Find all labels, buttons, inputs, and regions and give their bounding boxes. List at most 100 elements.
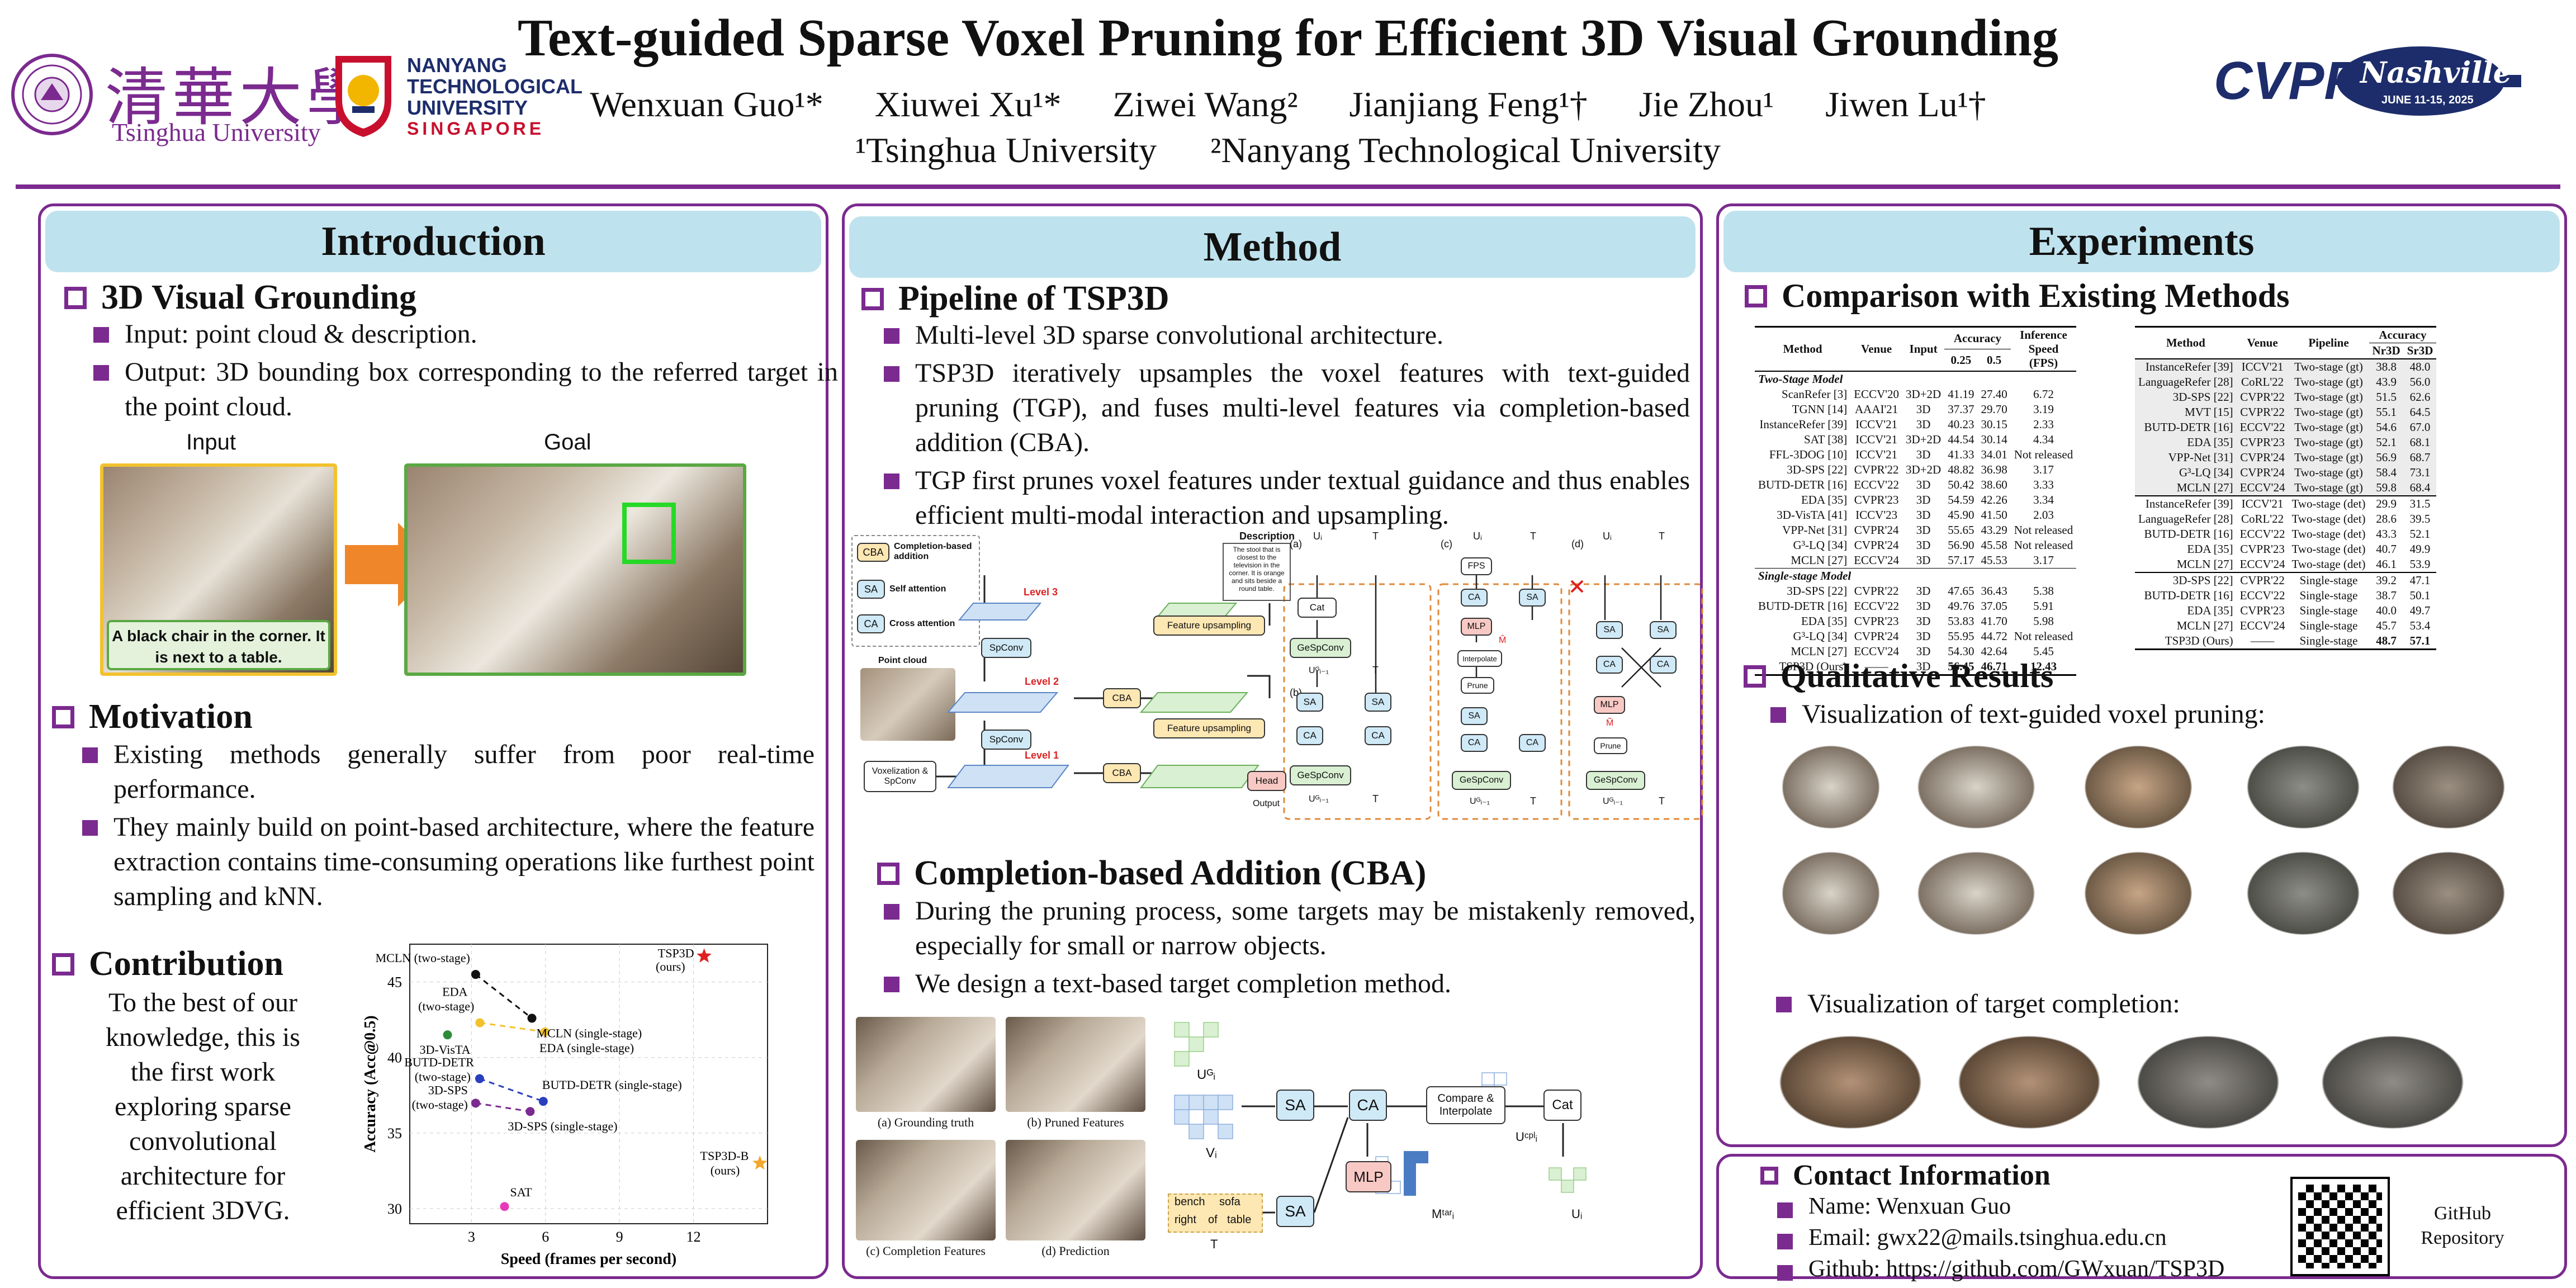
table-cell: FFL-3DOG [10] (1769, 448, 1848, 461)
table-cell: SAT [38] (1804, 433, 1848, 446)
sa-box: SA (1596, 621, 1623, 639)
cvpr-dates: JUNE 11-15, 2025 (2381, 94, 2474, 106)
comparison-heading: Comparison with Existing Methods (1745, 277, 2289, 315)
table-cell: G³-LQ [34] (2179, 466, 2233, 479)
spconv-box: SpConv (981, 638, 1031, 658)
header-rule (16, 184, 2560, 189)
point-label: BUTD-DETR (single-stage) (542, 1078, 682, 1092)
pruning-vis-image (1909, 846, 2043, 941)
table-cell: Not released (2014, 538, 2073, 552)
cvpr-city: Nashville (2360, 56, 2512, 90)
table-cell: 57.1 (2409, 634, 2431, 647)
table-cell: Single-stage (2299, 604, 2358, 617)
table-cell: 38.7 (2376, 589, 2397, 602)
table-cell: 43.29 (1981, 523, 2007, 537)
table-cell: 37.05 (1981, 599, 2007, 613)
table-cell: BUTD-DETR [16] (2144, 420, 2233, 434)
sa-box: SA (1365, 693, 1391, 712)
pruning-vis-image (2077, 740, 2200, 835)
interpolate-box: Interpolate (1457, 650, 1502, 667)
table-cell: 36.98 (1981, 463, 2007, 476)
head-box: Head (1247, 771, 1286, 791)
point-label: EDA (single-stage) (539, 1041, 634, 1055)
table-cell: 49.7 (2409, 604, 2431, 617)
t-label: T (1372, 531, 1379, 542)
experiments-panel: Experiments Comparison with Existing Met… (1716, 203, 2567, 1147)
qr-code-icon[interactable] (2290, 1177, 2390, 1276)
table-cell: MCLN [27] (2176, 619, 2233, 632)
table-cell: MVT [15] (2185, 405, 2233, 419)
uicpl-label: Uᶜᵖˡᵢ (1516, 1130, 1537, 1144)
table-cell: 3D-VisTA [41] (1777, 508, 1848, 522)
point-label: EDA (442, 985, 467, 999)
table-cell: 55.65 (1948, 523, 1974, 537)
table-cell: 56.0 (2409, 375, 2431, 389)
mlp-box: MLP (1594, 696, 1625, 714)
data-point (443, 1030, 452, 1040)
qual-bullet: Visualization of text-guided voxel pruni… (1766, 697, 2549, 732)
cba-bullets: During the pruning process, some targets… (879, 894, 1696, 1005)
table-cell: ECCV'22 (1854, 599, 1900, 613)
mtar-label: Mᵗᵃʳᵢ (1432, 1207, 1455, 1221)
point-label: TSP3D-B (700, 1149, 749, 1163)
token: table (1227, 1214, 1252, 1226)
table-cell: 4.34 (2033, 433, 2054, 446)
motivation-bullet: Existing methods generally suffer from p… (78, 737, 815, 807)
table-cell: VPP-Net [31] (1782, 523, 1848, 537)
table-cell: 3D+2D (1906, 463, 1942, 476)
contact-heading: Contact Information (1760, 1159, 2051, 1192)
token: right (1175, 1214, 1196, 1226)
legend-ca-text: Cross attention (889, 619, 955, 628)
y-axis-label: Accuracy (Acc@0.5) (362, 1015, 379, 1152)
level1-label: Level 1 (1025, 750, 1059, 761)
contact-email[interactable]: Email: gwx22@mails.tsinghua.edu.cn (1773, 1224, 2332, 1252)
table-cell: 45.90 (1948, 508, 1974, 522)
cvpr-logo: CVPR Nashville JUNE 11-15, 2025 (2214, 39, 2527, 123)
point-label: (ours) (656, 959, 685, 973)
x-tick-label: 6 (542, 1229, 549, 1245)
table-cell: 3D (1916, 493, 1931, 506)
table-cell: 3D (1916, 660, 1931, 673)
column-header: Venue (2236, 326, 2289, 359)
ui-label: Uᵢ (1603, 531, 1612, 542)
table-cell: Two-stage (det) (2291, 497, 2366, 510)
table-cell: 40.0 (2376, 604, 2397, 617)
point-label: (two-stage) (415, 1070, 471, 1084)
gespconv-box: GeSpConv (1452, 771, 1511, 790)
data-point (525, 1107, 535, 1116)
t-label: T (1530, 795, 1536, 807)
table-cell: Two-stage (gt) (2294, 390, 2363, 404)
text-tokens (1168, 1194, 1263, 1233)
description-box: The stool that is closest to the televis… (1223, 543, 1291, 601)
table-cell: Two-stage (det) (2291, 527, 2366, 541)
table-cell: 41.19 (1948, 387, 1974, 401)
table-cell: 58.4 (2376, 466, 2397, 479)
qual-bullets-2: Visualization of target completion: (1772, 987, 2554, 1025)
table-cell: 43.3 (2376, 527, 2397, 541)
sa-box: SA (1461, 707, 1488, 725)
table-cell: 29.9 (2376, 497, 2397, 510)
column-header: Nr3D (2369, 343, 2404, 359)
table-cell: 49.9 (2409, 542, 2431, 556)
table-cell: 54.6 (2376, 420, 2397, 434)
t-label: T (1210, 1237, 1218, 1251)
author-list: Wenxuan Guo¹* Xiuwei Xu¹* Ziwei Wang² Ji… (0, 84, 2576, 125)
contact-github[interactable]: Github: https://github.com/GWxuan/TSP3D (1773, 1255, 2332, 1283)
prune-box: Prune (1594, 737, 1627, 754)
completion-vis-image (1769, 1029, 1931, 1135)
pipeline-bullets: Multi-level 3D sparse convolutional arch… (879, 318, 1690, 536)
experiments-title: Experiments (1723, 211, 2560, 272)
table-cell: 3D (1916, 614, 1931, 628)
table-cell: 56.9 (2376, 451, 2397, 464)
table-cell: CVPR'22 (2240, 574, 2285, 587)
table-cell: 49.76 (1948, 599, 1974, 613)
sa-box: SA (1650, 621, 1677, 639)
